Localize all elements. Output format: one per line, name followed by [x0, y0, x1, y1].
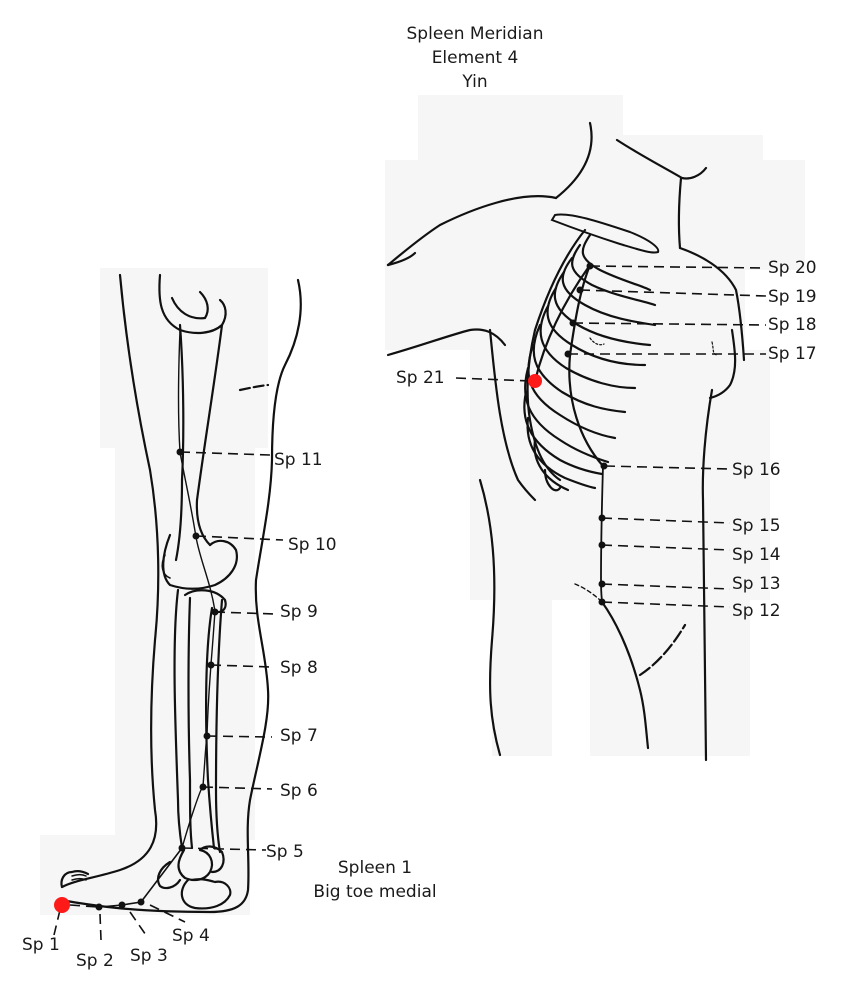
label-sp3: Sp 3	[130, 946, 168, 966]
label-sp14: Sp 14	[732, 545, 781, 565]
point-sp19	[576, 286, 584, 294]
label-sp1: Sp 1	[22, 935, 60, 955]
label-sp5: Sp 5	[266, 842, 304, 862]
point-sp8	[207, 661, 215, 669]
caption-line-2: Big toe medial	[313, 882, 437, 902]
label-sp6: Sp 6	[280, 781, 318, 801]
point-sp10	[192, 532, 200, 540]
leg-acupoints	[95, 448, 219, 911]
point-sp14	[598, 541, 606, 549]
caption-line-1: Spleen 1	[337, 858, 413, 878]
label-sp4: Sp 4	[172, 926, 210, 946]
label-sp8: Sp 8	[280, 658, 318, 678]
point-sp17	[564, 350, 572, 358]
label-sp20: Sp 20	[768, 258, 817, 278]
point-sp6	[199, 783, 207, 791]
torso-leader-lines	[455, 265, 767, 608]
label-sp2: Sp 2	[76, 951, 114, 971]
title-line-1: Spleen Meridian	[406, 24, 544, 44]
label-sp18: Sp 18	[768, 315, 817, 335]
title-line-3: Yin	[462, 72, 488, 92]
point-sp2	[95, 903, 103, 911]
torso-acupoints	[564, 262, 608, 606]
point-sp12	[598, 598, 606, 606]
point-sp11	[176, 448, 184, 456]
leg-figure	[60, 273, 302, 914]
label-sp17: Sp 17	[768, 344, 817, 364]
label-sp9: Sp 9	[280, 602, 318, 622]
point-sp18	[569, 319, 577, 327]
highlight-point-sp21	[528, 374, 542, 388]
point-sp13	[598, 580, 606, 588]
point-sp15	[598, 514, 606, 522]
point-sp7	[203, 732, 211, 740]
label-sp13: Sp 13	[732, 574, 781, 594]
point-sp5	[178, 844, 186, 852]
point-sp20	[586, 262, 594, 270]
title-line-2: Element 4	[431, 48, 519, 68]
highlight-point-sp1	[54, 897, 70, 913]
point-sp16	[600, 462, 608, 470]
label-sp19: Sp 19	[768, 287, 817, 307]
point-sp9	[211, 608, 219, 616]
label-sp16: Sp 16	[732, 460, 781, 480]
label-sp11: Sp 11	[274, 450, 323, 470]
label-sp10: Sp 10	[288, 535, 337, 555]
label-sp7: Sp 7	[280, 726, 318, 746]
leg-leader-lines	[53, 451, 284, 941]
point-sp3	[118, 901, 126, 909]
label-sp21: Sp 21	[396, 368, 445, 388]
diagram-title: Spleen Meridian Element 4 Yin	[370, 22, 580, 94]
label-sp12: Sp 12	[732, 601, 781, 621]
label-sp15: Sp 15	[732, 516, 781, 536]
diagram-caption: Spleen 1 Big toe medial	[290, 856, 460, 904]
point-sp4	[137, 898, 145, 906]
